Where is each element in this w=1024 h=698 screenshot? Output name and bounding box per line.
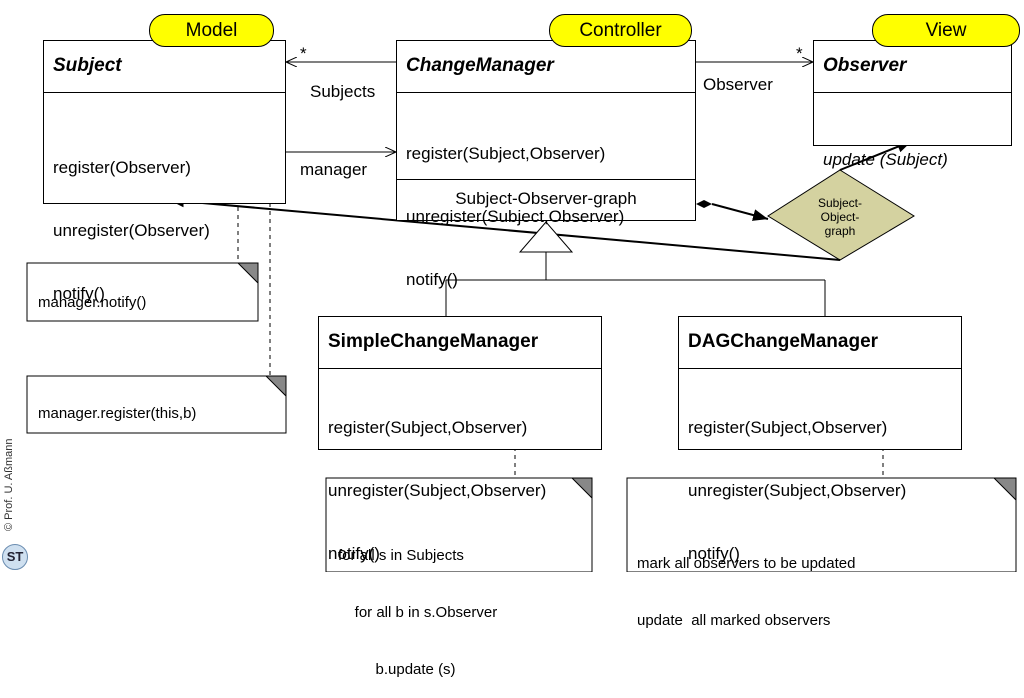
- assoc-label-subjects: Subjects: [310, 82, 376, 101]
- note-register-shape: [26, 375, 287, 434]
- composition-diamond: [696, 200, 712, 208]
- note-notify-text: manager.notify(): [38, 294, 147, 311]
- dag-op-notify: notify(): [688, 544, 740, 563]
- simple-change-manager-operations: register(Subject,Observer) unregister(Su…: [328, 375, 546, 606]
- subject-class-header: Subject: [44, 41, 285, 93]
- change-manager-op-unregister: unregister(Subject,Observer): [406, 207, 625, 226]
- change-manager-operations: register(Subject,Observer) unregister(Su…: [406, 101, 624, 332]
- observer-operations: update (Subject): [823, 107, 948, 212]
- assoc-label-observer: Observer: [703, 75, 773, 94]
- observer-class-header: Observer: [814, 41, 1011, 93]
- change-manager-attribute: Subject-Observer-graph: [455, 189, 637, 208]
- simple-op-register: register(Subject,Observer): [328, 418, 528, 437]
- graph-to-subject-line: [168, 195, 841, 261]
- observer-op-update: update (Subject): [823, 150, 948, 169]
- subject-op-notify: notify(): [53, 284, 105, 303]
- subject-object-graph-label: Subject- Object- graph: [817, 196, 863, 238]
- change-manager-op-notify: notify(): [406, 270, 458, 289]
- subject-op-register: register(Observer): [53, 158, 191, 177]
- mult-observer: *: [796, 44, 803, 63]
- observer-class[interactable]: Observer update (Subject): [813, 40, 1012, 169]
- assoc-label-manager: manager: [300, 160, 368, 179]
- simple-change-manager-class-name: SimpleChangeManager: [328, 331, 539, 352]
- note-register-text: manager.register(this,b): [38, 405, 197, 422]
- note-simple-shape: [325, 477, 593, 572]
- stereotype-model: Model: [149, 14, 274, 47]
- composition-line: [711, 203, 769, 221]
- note-notify-shape: [26, 262, 259, 322]
- subject-class[interactable]: Subject register(Observer) unregister(Ob…: [43, 40, 286, 303]
- subject-operations: register(Observer) unregister(Observer) …: [53, 115, 210, 346]
- note-dag-text: mark all observers to be updated update …: [637, 555, 856, 629]
- dag-op-unregister: unregister(Subject,Observer): [688, 481, 907, 500]
- note-simple-text: for all s in Subjects for all b in s.Obs…: [338, 547, 498, 678]
- observer-class-name: Observer: [823, 55, 907, 76]
- change-manager-header: ChangeManager: [397, 41, 695, 93]
- note-dag-shape: [626, 477, 1017, 572]
- st-logo: ST: [2, 544, 28, 570]
- dag-change-manager-header: DAGChangeManager: [679, 317, 961, 369]
- dag-change-manager-class-name: DAGChangeManager: [688, 331, 879, 352]
- subject-class-name: Subject: [53, 55, 122, 76]
- dag-change-manager-operations: register(Subject,Observer) unregister(Su…: [688, 375, 906, 606]
- simple-change-manager-class[interactable]: SimpleChangeManager register(Subject,Obs…: [318, 316, 602, 563]
- dag-change-manager-class[interactable]: DAGChangeManager register(Subject,Observ…: [678, 316, 962, 563]
- change-manager-class[interactable]: ChangeManager register(Subject,Observer)…: [396, 40, 696, 289]
- copyright-text: © Prof. U. Aßmann: [3, 438, 15, 531]
- stereotype-controller: Controller: [549, 14, 692, 47]
- mult-subjects: *: [300, 44, 307, 63]
- dag-op-register: register(Subject,Observer): [688, 418, 888, 437]
- diagram-connectors: [26, 0, 1017, 572]
- subject-op-unregister: unregister(Observer): [53, 221, 210, 240]
- stereotype-view: View: [872, 14, 1020, 47]
- simple-op-notify: notify(): [328, 544, 380, 563]
- simple-op-unregister: unregister(Subject,Observer): [328, 481, 547, 500]
- change-manager-op-register: register(Subject,Observer): [406, 144, 606, 163]
- simple-change-manager-header: SimpleChangeManager: [319, 317, 601, 369]
- change-manager-class-name: ChangeManager: [406, 55, 554, 76]
